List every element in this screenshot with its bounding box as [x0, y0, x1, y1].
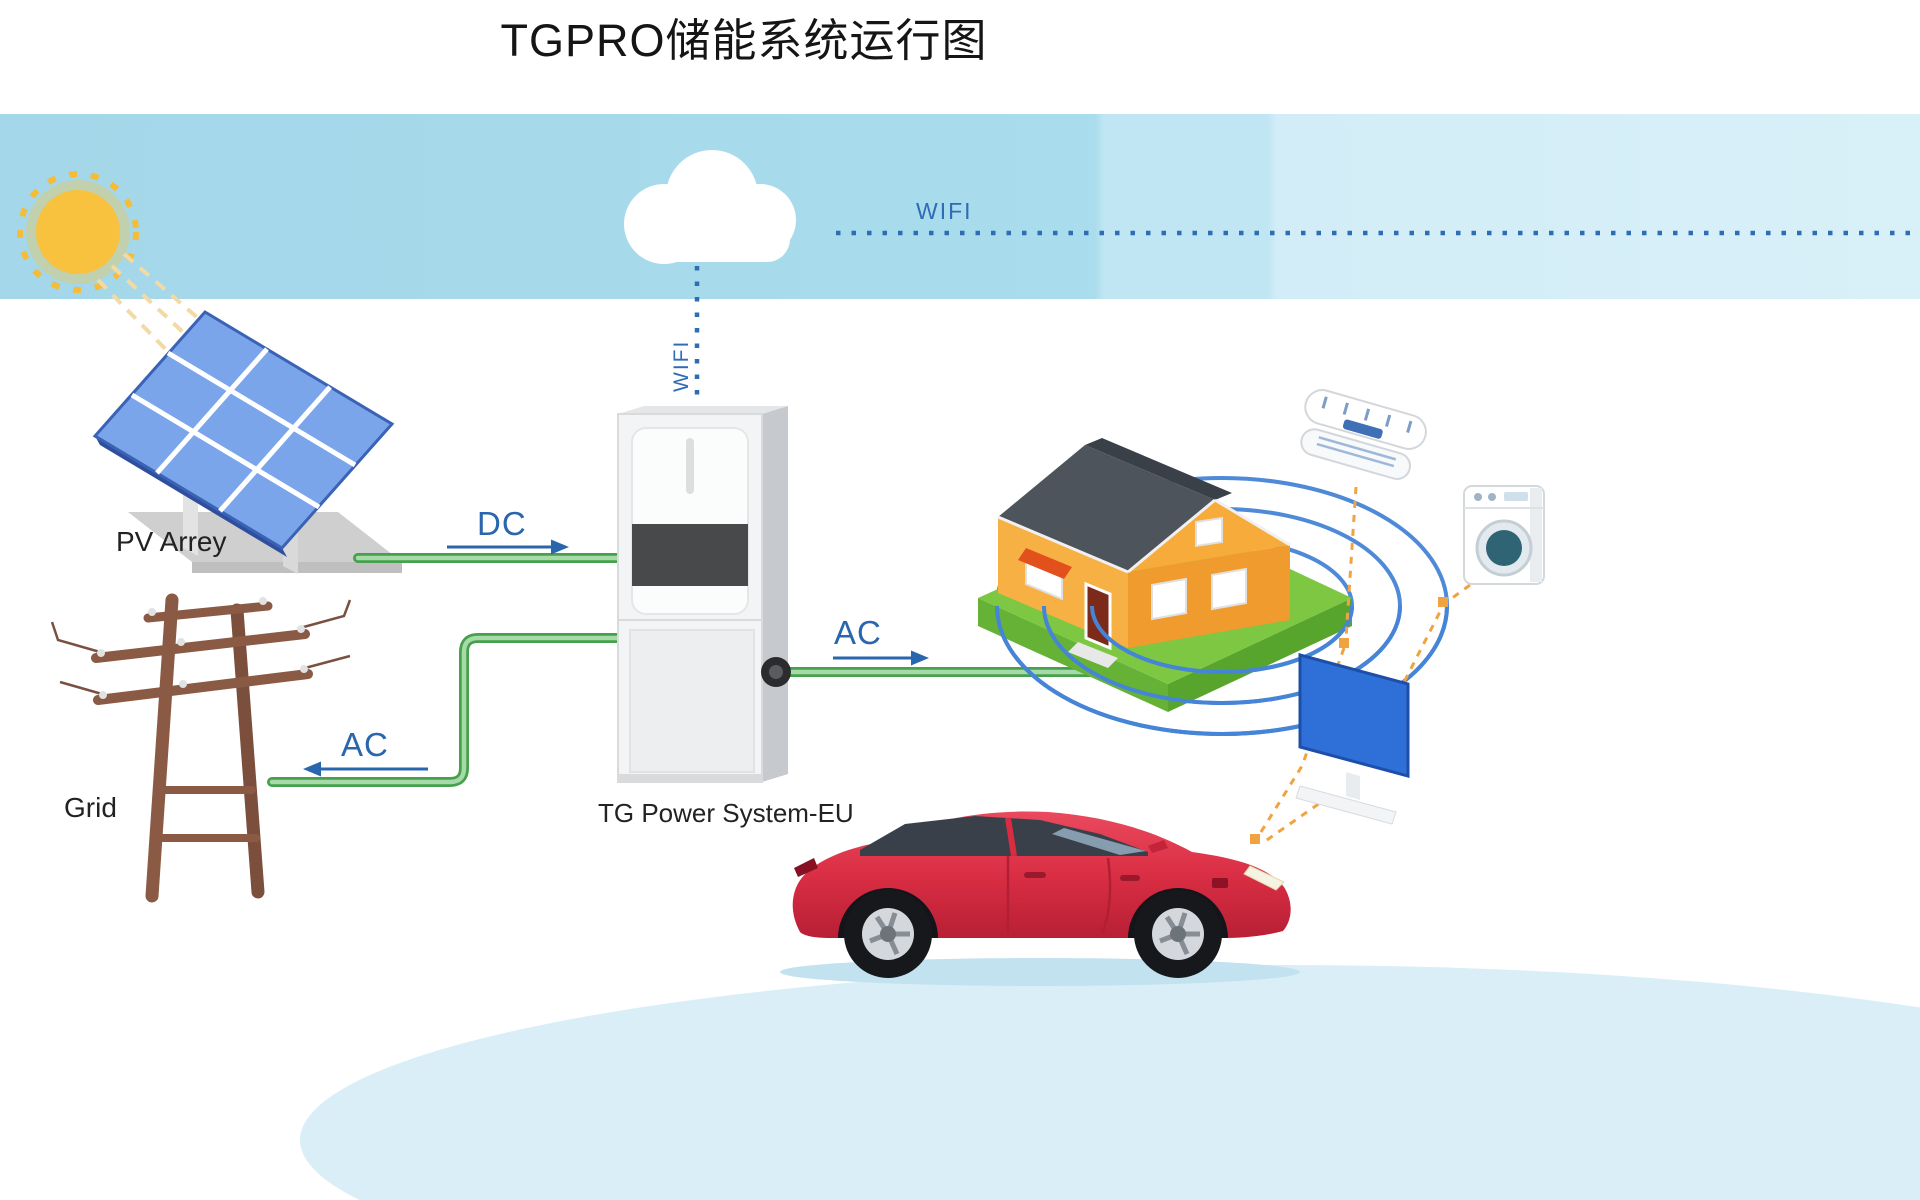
headlight — [1243, 865, 1285, 891]
inverter-label: TG Power System-EU — [598, 798, 854, 828]
car-wheel-front — [1134, 890, 1222, 978]
cloud-icon — [624, 150, 796, 264]
awning — [1018, 548, 1072, 579]
dc-flow-label: DC — [477, 505, 527, 542]
link-nodes — [1250, 597, 1448, 844]
car-mirror — [1148, 840, 1168, 853]
dc-arrow — [447, 539, 569, 555]
washing-machine-icon — [1463, 485, 1545, 585]
ground-wash — [300, 965, 1920, 1200]
solar-panel-icon — [92, 310, 402, 574]
ac-house-arrow — [833, 650, 929, 666]
door-step — [1068, 642, 1118, 668]
car-icon — [780, 811, 1300, 986]
wifi-label-vertical: WIFI — [670, 339, 693, 392]
pv-array-label: PV Arrey — [116, 526, 227, 557]
tv-icon — [1295, 653, 1410, 825]
car-windows — [860, 816, 1148, 856]
smart-link-lines — [1250, 486, 1471, 844]
flow-lines — [267, 553, 1113, 787]
taillight — [794, 858, 818, 877]
sky-band — [0, 114, 1920, 299]
pole-wires — [50, 599, 352, 696]
ac-grid-flow-label: AC — [341, 726, 389, 763]
inverter-icon — [617, 406, 791, 783]
charge-port — [1212, 878, 1228, 888]
power-pole-icon — [50, 593, 352, 903]
tv-screen — [1298, 653, 1410, 778]
house-windows — [1025, 516, 1247, 621]
grid-label: Grid — [64, 792, 117, 823]
wifi-rings-front — [995, 605, 1449, 736]
panel-grid-lines — [130, 347, 357, 513]
ac-house-flow-label: AC — [834, 614, 882, 651]
ac-grid-arrow — [303, 761, 428, 777]
inverter-display — [632, 524, 748, 586]
page-title: TGPRO储能系统运行图 — [500, 15, 988, 66]
wifi-label-horizontal: WIFI — [916, 198, 973, 224]
air-conditioner-icon — [1300, 389, 1427, 480]
house-icon — [978, 438, 1352, 712]
sun-icon — [17, 171, 216, 368]
roof-trim — [997, 498, 1291, 574]
car-wheel-rear — [844, 890, 932, 978]
pole-insulators — [97, 597, 308, 699]
